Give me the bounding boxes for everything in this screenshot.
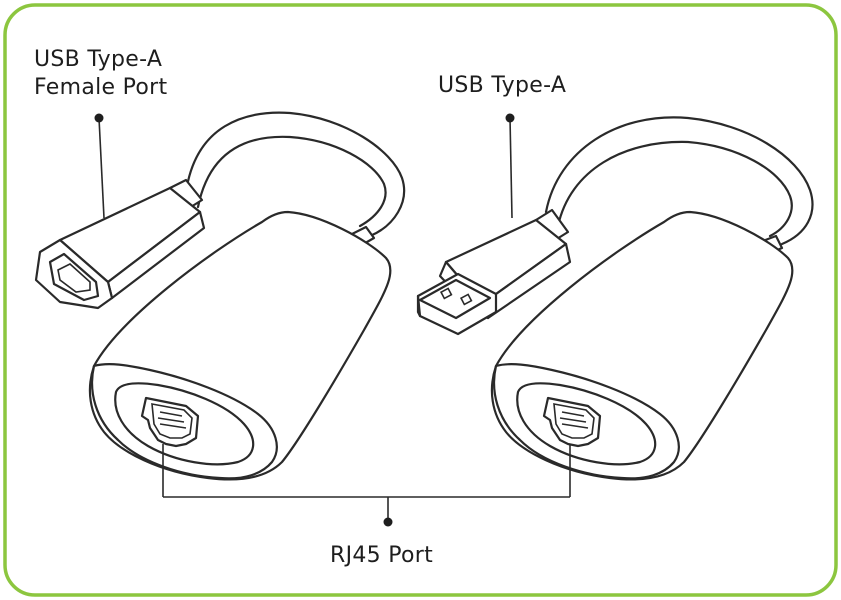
left-usb-leader-dot	[94, 113, 104, 123]
left-adapter	[34, 111, 406, 481]
right-rj45-socket-icon	[542, 396, 602, 448]
right-adapter	[416, 113, 814, 481]
right-usb-leader-dot	[505, 113, 515, 123]
usb-female-label-line2: Female Port	[34, 75, 168, 100]
left-usb-leader-line	[98, 117, 105, 219]
usb-type-a-label: USB Type-A	[438, 73, 567, 98]
rj45-leader-dot	[383, 517, 393, 527]
usb-female-label-line1: USB Type-A	[34, 47, 163, 72]
left-rj45-socket-icon	[140, 396, 200, 448]
left-cable	[184, 111, 406, 238]
rj45-port-label: RJ45 Port	[330, 543, 434, 568]
usb-type-a-female-port-label: USB Type-A Female Port	[34, 46, 167, 102]
right-usb-leader-line	[509, 117, 513, 219]
right-cable	[544, 116, 814, 246]
left-usb-female-connector-icon	[34, 178, 206, 310]
right-usb-a-connector-icon	[416, 208, 572, 336]
rj45-bracket	[162, 444, 571, 527]
